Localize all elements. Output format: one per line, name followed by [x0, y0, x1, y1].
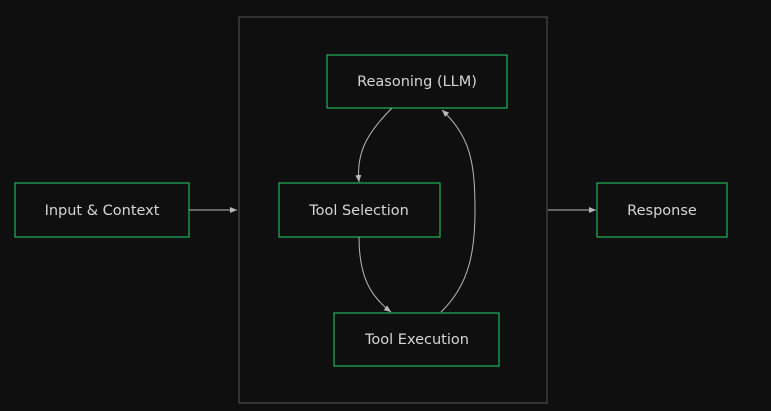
- node-tool-selection: Tool Selection: [278, 182, 441, 238]
- node-response: Response: [596, 182, 728, 238]
- node-tool-execution: Tool Execution: [333, 312, 500, 367]
- node-tool-selection-box: [278, 182, 441, 238]
- node-reasoning-llm: Reasoning (LLM): [326, 54, 508, 109]
- node-tool-selection-label: Tool Selection: [308, 203, 409, 219]
- edge-tool-execution-to-reasoning: [440, 109, 476, 313]
- node-reasoning-llm-label: Reasoning (LLM): [357, 74, 477, 90]
- node-input-context-label: Input & Context: [45, 203, 160, 219]
- edge-tool-selection-to-tool-execution: [358, 236, 392, 313]
- node-response-box: [596, 182, 728, 238]
- node-tool-execution-box: [333, 312, 500, 367]
- edge-reasoning-to-tool-selection: [355, 107, 393, 183]
- node-input-context-box: [14, 182, 190, 238]
- node-input-context: Input & Context: [14, 182, 190, 238]
- node-tool-execution-label: Tool Execution: [364, 332, 469, 348]
- node-reasoning-llm-box: [326, 54, 508, 109]
- node-response-label: Response: [627, 203, 697, 219]
